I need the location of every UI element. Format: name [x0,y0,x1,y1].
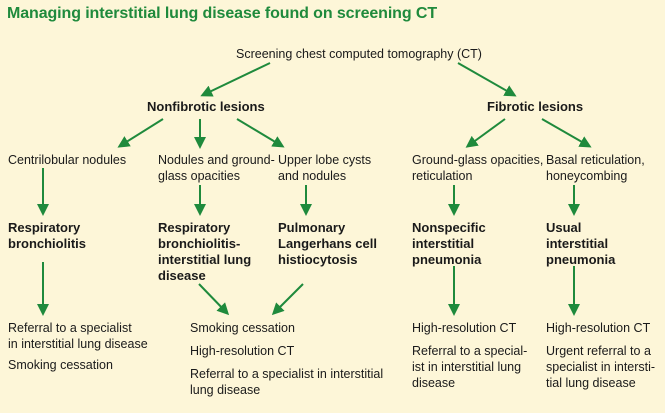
arrow-rbild-mid [198,283,230,316]
uip-line: pneumonia [546,252,616,267]
basal-line: Basal reticulation, [546,153,645,167]
upper-lobe-line: and nodules [278,169,347,183]
plch-node: Pulmonary Langerhans cell histiocytosis [278,220,377,268]
rbild-line: bronchiolitis- [158,236,241,251]
uip-referral-line: tial lung disease [546,376,636,390]
arrow-nonfib-upperlobe [236,118,285,148]
basal-line: honeycombing [546,169,628,183]
nsip-referral-line: ist in interstitial lung [412,360,522,374]
ggo-reticulation-node: Ground-glass opacities, reticulation [412,152,543,184]
uip-referral-action: Urgent referral to a specialist in inter… [546,343,655,391]
uip-line: Usual [546,220,582,235]
nsip-referral-line: disease [412,376,456,390]
upper-lobe-line: Upper lobe cysts [278,153,372,167]
ggo-reticulation-line: reticulation [412,169,473,183]
nsip-line: interstitial [412,236,475,251]
ggo-reticulation-line: Ground-glass opacities, [412,153,544,167]
rb-line: bronchiolitis [8,236,86,251]
uip-hrct-action: High-resolution CT [546,321,651,335]
mid-referral-line: Referral to a specialist in interstitial [190,367,384,381]
rb-referral-line: in interstitial lung disease [8,337,148,351]
nsip-referral-action: Referral to a special- ist in interstiti… [412,343,527,391]
root-node: Screening chest computed tomography (CT) [236,47,482,61]
rb-line: Respiratory [8,220,81,235]
rbild-line: Respiratory [158,220,231,235]
nsip-line: pneumonia [412,252,482,267]
rbild-line: interstitial lung [158,252,252,267]
plch-line: histiocytosis [278,252,358,267]
uip-node: Usual interstitial pneumonia [546,220,615,268]
mid-referral-action: Referral to a specialist in interstitial… [190,366,383,398]
rbild-line: disease [158,268,206,283]
arrow-nonfib-centrilobular [117,118,164,148]
diagram-title: Managing interstitial lung disease found… [7,5,438,22]
nsip-hrct-action: High-resolution CT [412,321,517,335]
nsip-line: Nonspecific [412,220,486,235]
mid-smoking-action: Smoking cessation [190,321,295,335]
plch-line: Langerhans cell [278,236,377,251]
uip-referral-line: specialist in intersti- [546,360,656,374]
fibrotic-node: Fibrotic lesions [487,99,584,114]
plch-line: Pulmonary [278,220,346,235]
nodules-ggo-line: glass opacities [158,169,240,183]
rb-referral-line: Referral to a specialist [8,321,132,335]
nodules-ggo-node: Nodules and ground- glass opacities [158,152,275,184]
arrow-fib-basal [541,118,592,148]
nonfibrotic-node: Nonfibrotic lesions [147,99,265,114]
centrilobular-node: Centrilobular nodules [8,153,127,167]
upper-lobe-node: Upper lobe cysts and nodules [278,152,371,184]
rb-referral-action: Referral to a specialist in interstitial… [8,320,148,352]
respiratory-bronchiolitis-node: Respiratory bronchiolitis [8,220,86,252]
uip-referral-line: Urgent referral to a [546,344,651,358]
rb-smoking-action: Smoking cessation [8,358,113,372]
nsip-node: Nonspecific interstitial pneumonia [412,220,486,268]
arrow-root-nonfibrotic [200,62,271,97]
mid-hrct-action: High-resolution CT [190,344,295,358]
arrow-plch-mid [271,283,304,316]
basal-honeycombing-node: Basal reticulation, honeycombing [546,152,645,184]
rbild-node: Respiratory bronchiolitis- interstitial … [158,220,251,284]
arrow-fib-ggo [465,118,506,148]
nodules-ggo-line: Nodules and ground- [158,153,275,167]
uip-line: interstitial [546,236,609,251]
arrow-root-fibrotic [457,62,517,97]
nsip-referral-line: Referral to a special- [412,344,528,358]
mid-referral-line: lung disease [190,383,261,397]
